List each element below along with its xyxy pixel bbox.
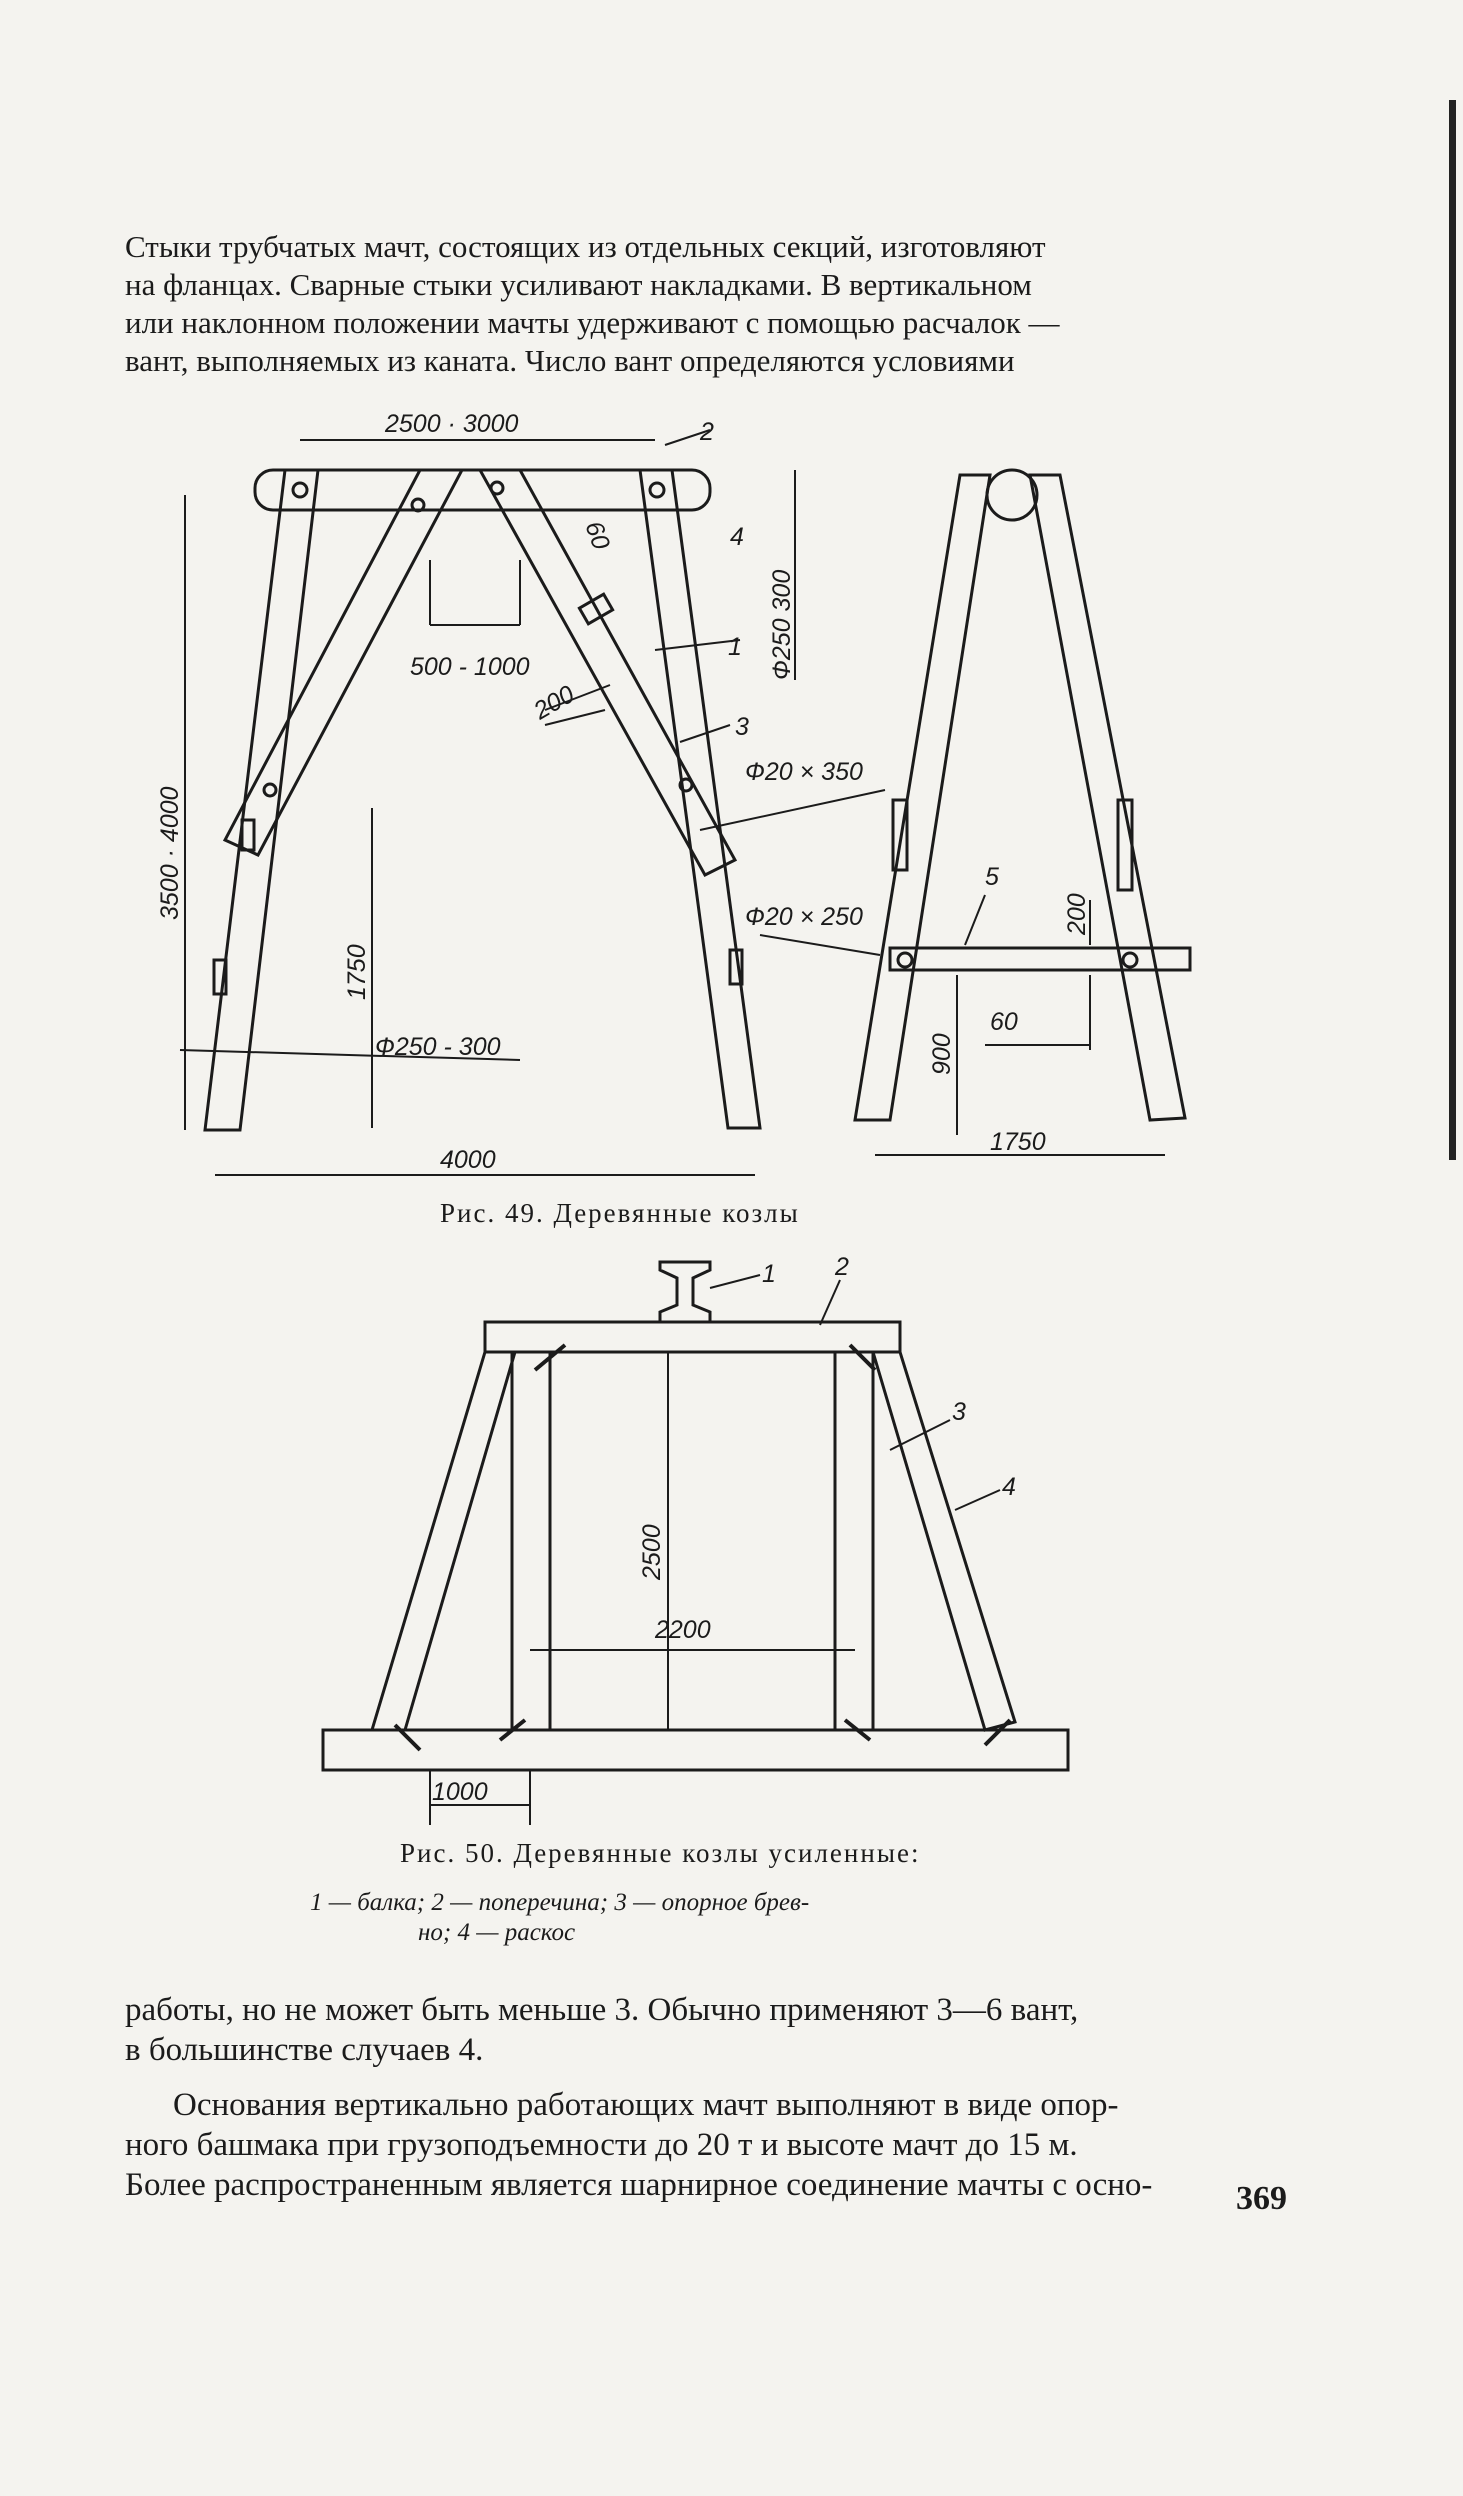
figure-50-legend: 1 — балка; 2 — поперечина; 3 — опорное б… — [310, 1888, 990, 1948]
figure-50-caption: Рис. 50. Деревянные козлы усиленные: — [400, 1838, 921, 1868]
fig50-callout-1: 1 — [762, 1260, 776, 1288]
dim-top-span: 2500 · 3000 — [384, 410, 519, 438]
clamp — [212, 958, 228, 996]
fig50-callout-3: 3 — [952, 1398, 966, 1426]
notch-block — [577, 592, 615, 626]
callout-2: 2 — [699, 418, 714, 446]
figure-49-caption: Рис. 49. Деревянные козлы — [440, 1198, 800, 1228]
fig49-side-view — [759, 468, 1192, 1156]
fig50-callout-2: 2 — [834, 1253, 849, 1281]
dim-base-width: 4000 — [440, 1146, 496, 1174]
side-crossbar — [888, 946, 1192, 972]
top-crossbeam — [483, 1320, 902, 1354]
bolt — [648, 481, 666, 499]
side-left-leg — [853, 473, 992, 1122]
callout-3: 3 — [735, 713, 749, 741]
text-line: работы, но не может быть меньше 3. Обычн… — [125, 1992, 1079, 2028]
clamp — [891, 798, 909, 872]
support-post-left — [510, 1350, 552, 1732]
dim-fig50-offset: 1000 — [432, 1778, 488, 1806]
fig49-front-view — [179, 429, 886, 1176]
dim-bolt1: Ф20 × 350 — [745, 758, 863, 786]
legend-line: 1 — балка; 2 — поперечина; 3 — опорное б… — [310, 1889, 810, 1916]
clamp — [728, 948, 744, 986]
side-crossbar-end — [985, 468, 1039, 522]
text-line: Стыки трубчатых мачт, состоящих из отдел… — [125, 229, 1046, 264]
bottom-paragraph-1: работы, но не может быть меньше 3. Обычн… — [125, 1990, 1275, 2070]
fig50-callout-4: 4 — [1002, 1473, 1016, 1501]
dim-log-diam: Ф250 - 300 — [375, 1033, 501, 1061]
right-leg — [638, 468, 762, 1130]
bolt — [1121, 951, 1139, 969]
dim-crossbar-diam: Ф250 300 — [768, 570, 796, 680]
dim-side-base: 1750 — [990, 1128, 1046, 1156]
text-line: Более распространенным является шарнирно… — [125, 2167, 1153, 2203]
dim-lower-height: 1750 — [343, 944, 371, 1000]
brace-right — [870, 1350, 1017, 1732]
side-right-leg — [1028, 473, 1187, 1122]
brace-left — [369, 1350, 517, 1732]
clamp — [1116, 798, 1134, 892]
dim-side-crossbar: 200 — [1063, 893, 1091, 936]
page-number: 369 — [1236, 2180, 1287, 2217]
bolt — [896, 951, 914, 969]
dim-side-60: 60 — [990, 1008, 1018, 1036]
dim-fig50-inner-width: 2200 — [654, 1616, 711, 1644]
legend-line: но; 4 — раскос — [418, 1919, 576, 1946]
text-line: на фланцах. Сварные стыки усиливают накл… — [125, 267, 1032, 302]
base-beam — [321, 1728, 1070, 1772]
bolt — [291, 481, 309, 499]
fig50-drawing — [321, 1260, 1070, 1825]
dim-side-900: 900 — [928, 1033, 956, 1075]
callout-5: 5 — [985, 863, 999, 891]
bolt — [489, 480, 505, 496]
text-line: ного башмака при грузоподъемности до 20 … — [125, 2127, 1078, 2163]
dim-height: 3500 · 4000 — [156, 786, 184, 920]
bottom-paragraph-2: Основания вертикально работающих мачт вы… — [125, 2085, 1275, 2205]
text-line: в большинстве случаев 4. — [125, 2032, 484, 2068]
callout-1: 1 — [728, 633, 742, 661]
dim-bolt2: Ф20 × 250 — [745, 903, 863, 931]
clamp — [240, 818, 256, 852]
text-line: вант, выполняемых из каната. Число вант … — [125, 343, 1015, 378]
scan-edge-mark — [1449, 100, 1456, 1160]
text-line: или наклонном положении мачты удерживают… — [125, 305, 1060, 340]
bolt — [262, 782, 278, 798]
callout-4: 4 — [730, 523, 744, 551]
dim-brace-gap: 500 - 1000 — [410, 653, 530, 681]
bolt — [410, 497, 426, 513]
right-brace — [477, 468, 738, 877]
top-paragraph: Стыки трубчатых мачт, состоящих из отдел… — [125, 228, 1275, 380]
dim-fig50-height: 2500 — [638, 1524, 666, 1581]
bolt — [678, 777, 694, 793]
left-leg — [203, 468, 320, 1132]
rail-beam — [658, 1260, 712, 1324]
left-brace — [222, 468, 465, 857]
dim-notch: 60 — [579, 517, 615, 553]
text-line: Основания вертикально работающих мачт вы… — [173, 2087, 1119, 2123]
support-post-right — [833, 1350, 875, 1732]
